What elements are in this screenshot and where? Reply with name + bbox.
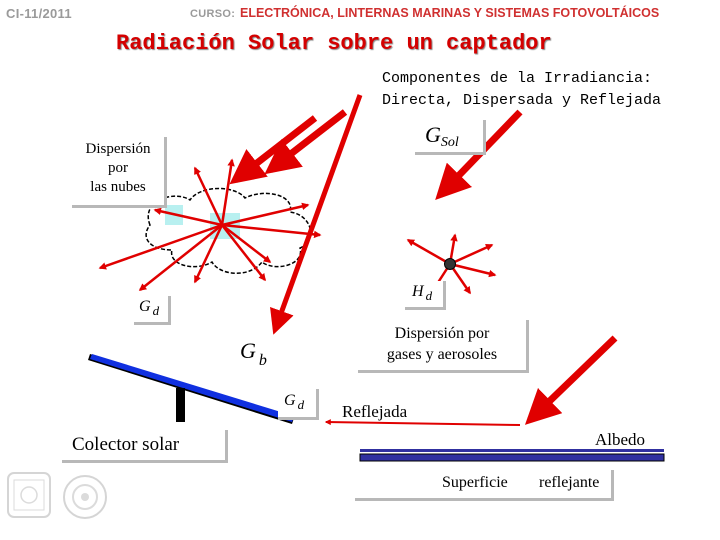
- cloud-scatter-line-2: por: [72, 159, 164, 178]
- g-sol-label-box: GSol: [415, 120, 486, 155]
- gas-scatter-line-2: gases y aerosoles: [358, 344, 526, 365]
- gd-right-sub: d: [298, 397, 307, 412]
- gb-sub: b: [259, 352, 270, 369]
- hd-sub: d: [426, 288, 435, 303]
- university-logo: [8, 473, 50, 517]
- scatter-arrow: [450, 245, 492, 264]
- gd-left-label: G: [139, 298, 153, 315]
- cloud-scatter-line-3: las nubes: [72, 178, 164, 197]
- gd-left-label-box: Gd: [134, 296, 171, 325]
- scatter-arrow: [408, 240, 450, 264]
- gas-scatter-label: Dispersión por gases y aerosoles: [358, 320, 529, 373]
- gb-label: Gb: [240, 338, 270, 370]
- albedo-label: Albedo: [595, 430, 645, 450]
- g-sol-sub: Sol: [441, 135, 459, 150]
- sun-arrow-to-surface: [530, 338, 615, 420]
- reflecting-surface: [360, 449, 664, 461]
- gd-right-label: G: [284, 392, 298, 409]
- gas-scatter-line-1: Dispersión por: [358, 320, 526, 344]
- collector-label: Colector solar: [62, 430, 228, 463]
- cloud-scatter-label: Dispersión por las nubes: [72, 137, 167, 208]
- cloud-scatter-line-1: Dispersión: [72, 137, 164, 159]
- hd-label-box: Hd: [405, 281, 446, 310]
- reflected-arrow: [326, 422, 520, 425]
- reflected-label: Reflejada: [342, 402, 407, 422]
- g-sol-label: G: [425, 122, 441, 147]
- surface-label: Superficie: [442, 474, 508, 492]
- aerosol-particle: [445, 259, 456, 270]
- collector-post: [176, 388, 185, 422]
- gd-right-label-box: Gd: [278, 389, 319, 420]
- sun-arrow-to-cloud-1: [235, 118, 315, 180]
- gb-main: G: [240, 338, 259, 363]
- reflecting-label: reflejante: [539, 474, 599, 492]
- gd-left-sub: d: [153, 303, 162, 318]
- surface-label-box: Superficie reflejante: [355, 470, 614, 501]
- institute-logo: [64, 476, 106, 518]
- hd-label: H: [412, 283, 426, 300]
